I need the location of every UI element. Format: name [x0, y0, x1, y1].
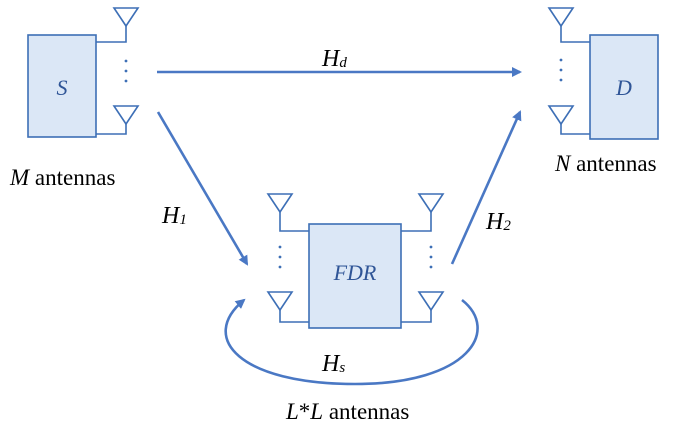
relay-antenna-caption: L*L antennas	[285, 399, 409, 424]
source-antenna-caption: M antennas	[9, 165, 115, 190]
source-antenna-bottom-icon	[96, 105, 140, 135]
source-antenna-top-icon	[96, 7, 140, 43]
relay-antenna-left-ellipsis-icon	[278, 245, 282, 269]
source-node: S	[27, 7, 140, 138]
source-label: S	[57, 75, 68, 100]
destination-node: D	[547, 7, 659, 140]
destination-label: D	[615, 75, 632, 100]
relay-destination-channel-label: H2	[485, 209, 511, 235]
destination-antenna-bottom-icon	[547, 105, 590, 135]
source-antenna-ellipsis-icon	[124, 59, 128, 83]
destination-box	[589, 34, 659, 140]
source-to-relay-arrow	[156, 111, 249, 266]
destination-antenna-caption: N antennas	[554, 151, 657, 176]
relay-antenna-right-ellipsis-icon	[429, 245, 433, 269]
relay-node: FDR	[266, 193, 445, 329]
source-relay-channel-label: H1	[161, 203, 187, 229]
relay-antenna-left-top-icon	[266, 193, 309, 232]
relay-box	[308, 223, 402, 329]
relay-label: FDR	[333, 260, 377, 285]
destination-antenna-ellipsis-icon	[559, 58, 563, 82]
source-box	[27, 34, 97, 138]
relay-antenna-right-top-icon	[401, 193, 445, 232]
relay-antenna-right-bottom-icon	[401, 291, 445, 323]
relay-antenna-left-bottom-icon	[266, 291, 309, 323]
relay-to-destination-arrow	[450, 110, 522, 265]
self-interference-loop-arrow	[224, 298, 479, 386]
self-interference-channel-label: Hs	[321, 351, 345, 377]
destination-antenna-top-icon	[547, 7, 590, 43]
direct-channel-label: Hd	[321, 46, 347, 72]
